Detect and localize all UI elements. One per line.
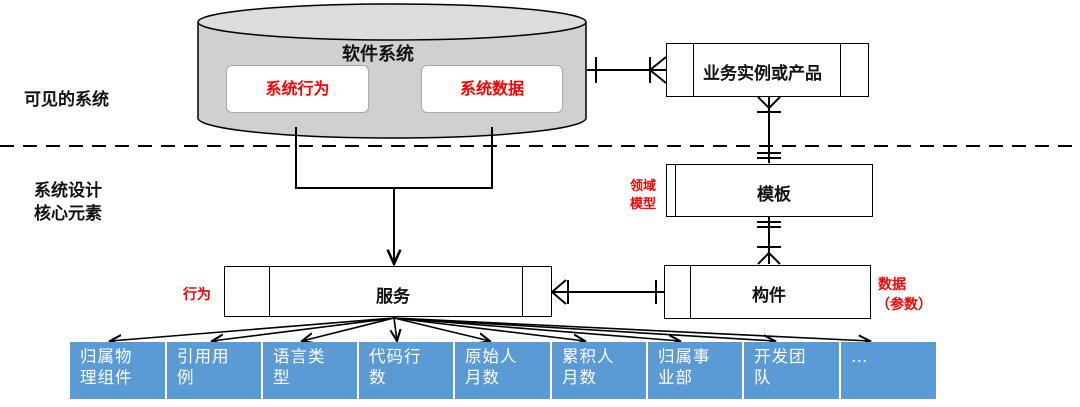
system-behavior-box[interactable]: 系统行为 [226, 65, 369, 113]
behavior-annotation: 行为 [183, 287, 211, 303]
service-entity[interactable]: 服务 [224, 266, 552, 317]
business-instance-label: 业务实例或产品 [703, 64, 822, 84]
attribute-line1: 代码行 [369, 347, 422, 366]
attribute-line1: 语言类 [273, 347, 326, 366]
attribute-line1: 归属物 [80, 347, 133, 366]
attribute-line2: 月数 [465, 368, 500, 387]
attribute-line1: 累积人 [562, 347, 615, 366]
data-annotation-line1: 数据 [878, 277, 906, 293]
domain-model-label-line1: 领域 [630, 179, 657, 194]
attribute-cell[interactable]: 代码行 数 [359, 342, 453, 399]
attribute-cell[interactable]: 累积人 月数 [552, 342, 646, 399]
component-entity[interactable]: 构件 [664, 265, 871, 319]
domain-model-label-line2: 模型 [630, 197, 657, 212]
attribute-cell[interactable]: 归属物 理组件 [70, 342, 165, 399]
system-to-service-connector [295, 127, 493, 264]
attribute-line2: 队 [754, 368, 772, 387]
design-elements-label-line2: 核心元素 [34, 204, 102, 224]
service-component-relation [551, 279, 664, 305]
template-entity[interactable]: 模板 [666, 164, 873, 217]
attribute-cell[interactable]: 引用用 例 [167, 342, 261, 399]
entity-divider [522, 267, 523, 316]
system-data-box[interactable]: 系统数据 [421, 65, 563, 113]
attribute-line2: 业部 [658, 368, 693, 387]
attribute-line1: 引用用 [177, 347, 230, 366]
software-system-title: 软件系统 [342, 44, 414, 65]
attribute-cell[interactable]: 归属事 业部 [648, 342, 742, 399]
service-label: 服务 [376, 287, 410, 307]
template-label: 模板 [757, 185, 791, 205]
design-elements-label-line1: 系统设计 [34, 181, 102, 201]
attribute-line1: 原始人 [465, 347, 518, 366]
attribute-cell[interactable]: 语言类 型 [263, 342, 357, 399]
component-label: 构件 [752, 286, 786, 306]
attribute-line2: 数 [369, 368, 387, 387]
entity-divider [690, 266, 691, 318]
entity-divider [269, 267, 270, 316]
attribute-line1: … [851, 347, 869, 366]
attribute-cell[interactable]: 原始人 月数 [455, 342, 550, 399]
visible-system-label: 可见的系统 [24, 90, 109, 110]
service-attribute-arrows [110, 317, 870, 341]
attribute-line2: 理组件 [80, 368, 133, 387]
attribute-line1: 开发团 [754, 347, 807, 366]
system-business-relation [587, 56, 667, 84]
entity-divider [675, 165, 676, 216]
entity-divider [693, 44, 694, 96]
business-template-relation [757, 96, 781, 163]
data-annotation-line2: （参数） [876, 297, 932, 313]
attribute-cell[interactable]: 开发团 队 [744, 342, 839, 399]
attribute-line2: 例 [177, 368, 195, 387]
entity-divider [840, 44, 841, 96]
attribute-line2: 型 [273, 368, 291, 387]
attribute-cell[interactable]: … [841, 342, 936, 399]
attribute-line2: 月数 [562, 368, 597, 387]
business-instance-entity[interactable]: 业务实例或产品 [666, 43, 869, 97]
template-component-relation [757, 217, 781, 265]
attribute-line1: 归属事 [658, 347, 711, 366]
